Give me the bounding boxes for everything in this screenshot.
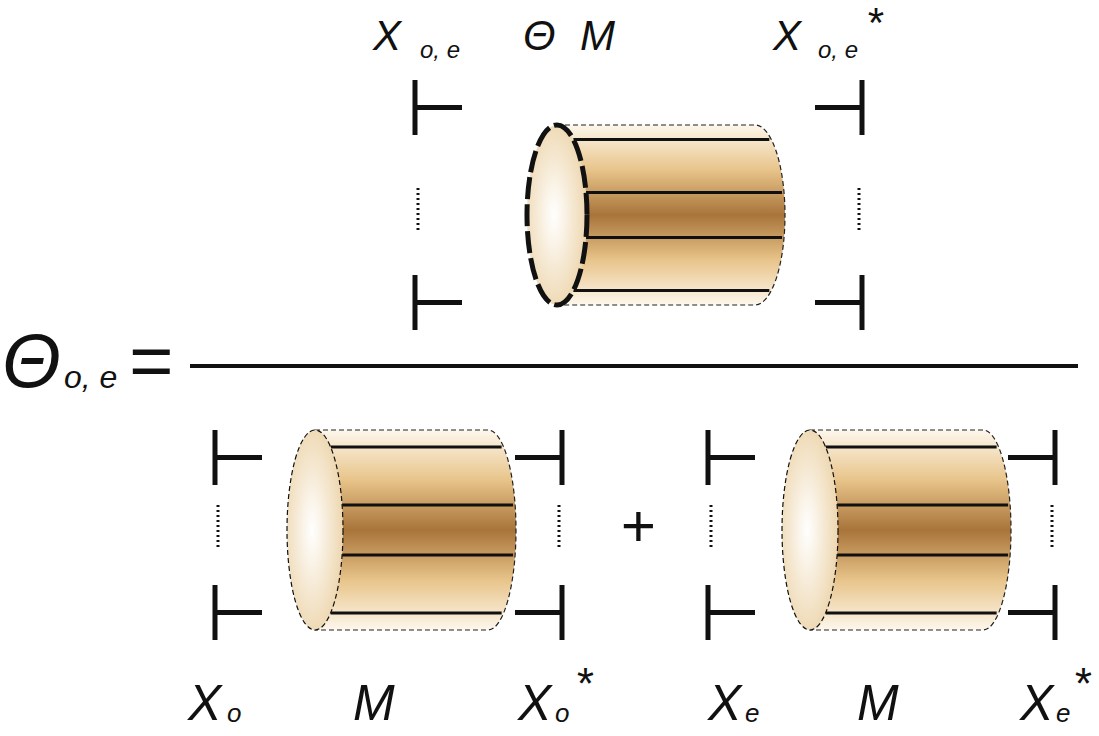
tensor-label: X bbox=[708, 678, 741, 728]
index-subscript: o, e bbox=[818, 38, 858, 62]
boundary-bracket bbox=[415, 80, 462, 330]
index-subscript: e bbox=[1056, 700, 1070, 726]
index-subscript: o bbox=[227, 700, 241, 726]
tensor-cylinder bbox=[782, 430, 1011, 630]
boundary-bracket bbox=[708, 430, 755, 640]
tensor-label: M bbox=[580, 15, 615, 57]
tensor-cylinder bbox=[527, 125, 785, 305]
index-subscript: e bbox=[745, 700, 759, 726]
result-symbol: Θ bbox=[2, 323, 61, 399]
tensor-label: X bbox=[373, 15, 401, 57]
equals-sign: = bbox=[128, 323, 172, 399]
boundary-bracket bbox=[815, 80, 862, 330]
operator-label: Θ bbox=[523, 15, 556, 57]
tensor-label: X bbox=[188, 678, 221, 728]
tensor-label: X bbox=[518, 678, 551, 728]
conjugate-mark: * bbox=[866, 2, 882, 44]
conjugate-mark: * bbox=[1073, 662, 1090, 706]
tensor-label: M bbox=[857, 678, 899, 728]
boundary-bracket bbox=[515, 430, 562, 640]
fraction-bar bbox=[190, 366, 1078, 367]
boundary-bracket bbox=[1008, 430, 1055, 640]
plus-sign: + bbox=[620, 496, 655, 556]
index-subscript: o bbox=[555, 700, 569, 726]
tensor-cylinder bbox=[287, 430, 516, 630]
boundary-bracket bbox=[215, 430, 262, 640]
tensor-label: X bbox=[773, 15, 801, 57]
index-subscript: o, e bbox=[64, 361, 117, 393]
index-subscript: o, e bbox=[420, 38, 460, 62]
tensor-label: M bbox=[353, 678, 395, 728]
tensor-label: X bbox=[1020, 678, 1053, 728]
conjugate-mark: * bbox=[575, 662, 592, 706]
